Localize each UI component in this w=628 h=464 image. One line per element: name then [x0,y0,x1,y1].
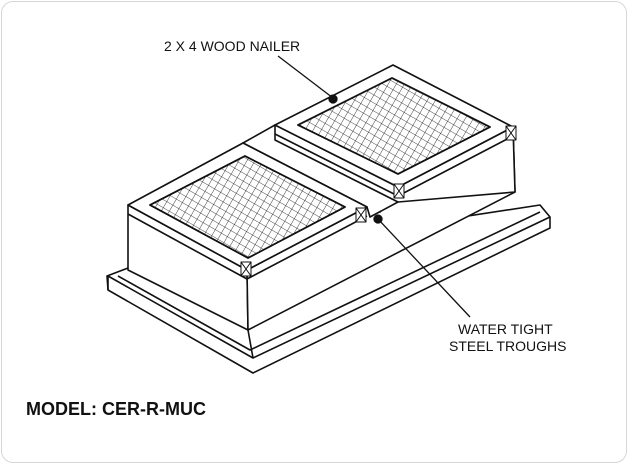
model-caption: MODEL: CER-R-MUC [26,399,206,419]
trough-leader-dot [373,214,383,224]
nailer-leader-dot [328,94,338,104]
nailer-end-marks [240,125,517,277]
label-steel-troughs: STEEL TROUGHS [449,338,567,354]
label-wood-nailer: 2 X 4 WOOD NAILER [164,38,301,54]
trough-leader-line [377,218,471,318]
nailer-leader-line [277,55,334,99]
label-water-tight: WATER TIGHT [458,321,553,337]
